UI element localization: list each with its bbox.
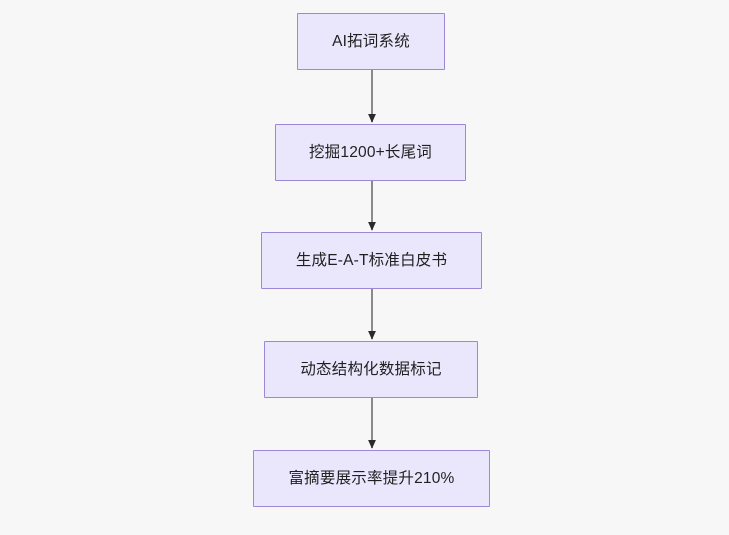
- node-label: 富摘要展示率提升210%: [288, 469, 455, 487]
- flowchart-node-dynamic-structured-data-markup[interactable]: 动态结构化数据标记: [264, 341, 478, 398]
- flowchart-node-ai-keyword-system[interactable]: AI拓词系统: [297, 13, 445, 70]
- flowchart-node-rich-snippet-impression-uplift[interactable]: 富摘要展示率提升210%: [253, 450, 490, 507]
- node-label: 挖掘1200+长尾词: [308, 143, 433, 161]
- flowchart-node-generate-eat-whitepaper[interactable]: 生成E-A-T标准白皮书: [261, 232, 482, 289]
- flowchart-node-mine-longtail-keywords[interactable]: 挖掘1200+长尾词: [275, 124, 466, 181]
- node-label: 动态结构化数据标记: [300, 360, 442, 378]
- node-label: 生成E-A-T标准白皮书: [295, 251, 448, 269]
- node-label: AI拓词系统: [332, 32, 410, 50]
